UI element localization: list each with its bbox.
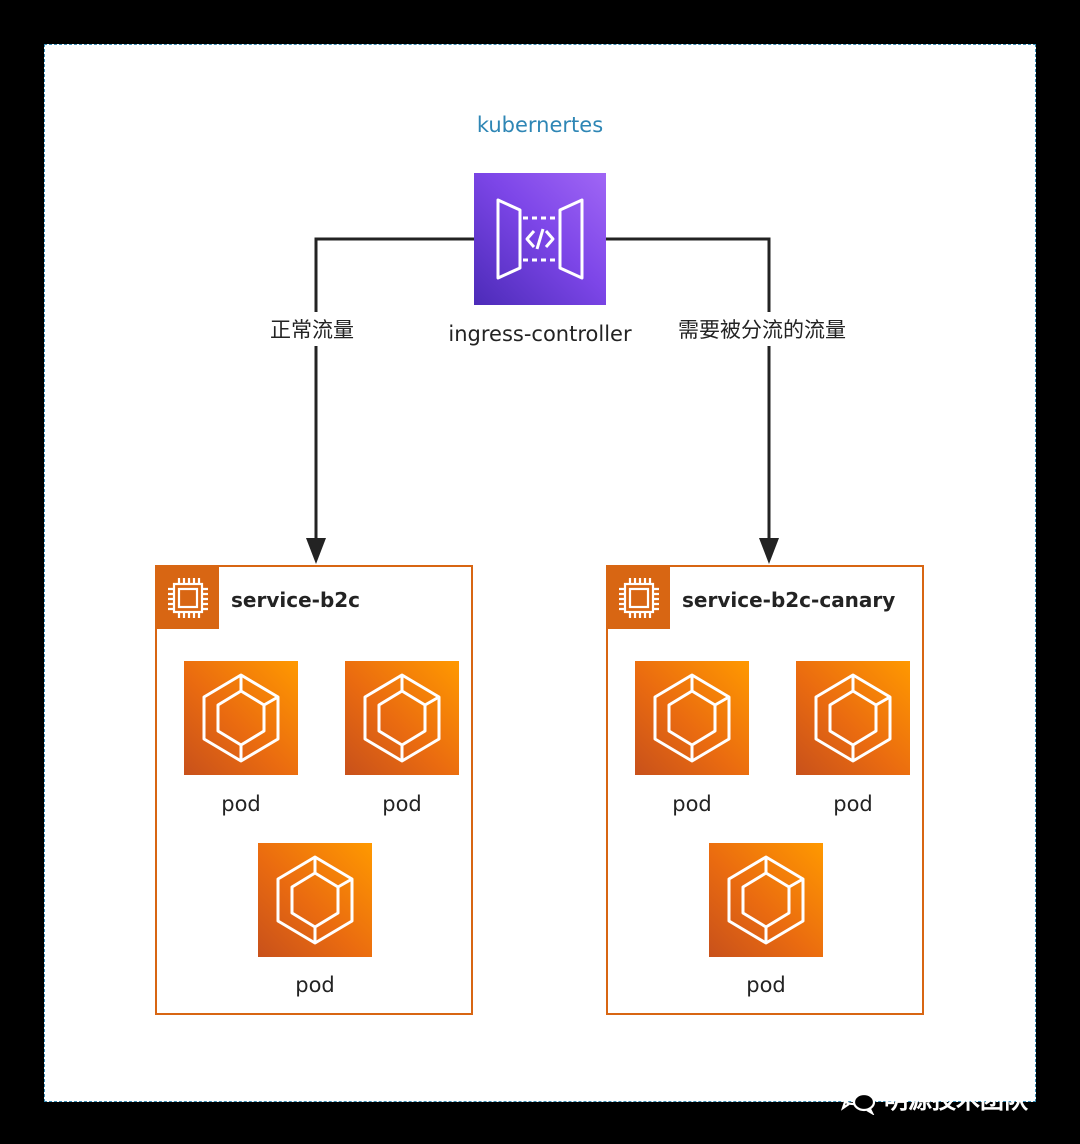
edge-canary-traffic [606,237,771,545]
container-icon [635,661,749,775]
service-title: service-b2c-canary [682,588,896,612]
pod-label: pod [382,792,422,816]
chip-icon [608,567,670,629]
arrowhead-canary [759,538,779,564]
pod-label: pod [746,973,786,997]
container-icon [184,661,298,775]
service-title: service-b2c [231,588,361,612]
edge-label-canary: 需要被分流的流量 [676,312,848,346]
edge-label-normal: 正常流量 [268,312,356,346]
pod-label: pod [221,792,261,816]
container-icon [345,661,459,775]
pod-label: pod [833,792,873,816]
container-icon [258,843,372,957]
pod-label: pod [672,792,712,816]
watermark: 明源技术团队 [838,1080,1028,1115]
api-gateway-icon [474,173,606,305]
container-icon [709,843,823,957]
watermark-text: 明源技术团队 [884,1086,1028,1114]
arrowhead-normal [306,538,326,564]
cluster-title: kubernertes [476,113,604,137]
edge-normal-traffic [314,237,474,545]
wechat-icon [839,1082,876,1115]
pod-label: pod [295,973,335,997]
chip-icon [157,567,219,629]
container-icon [796,661,910,775]
ingress-label: ingress-controller [448,322,632,346]
